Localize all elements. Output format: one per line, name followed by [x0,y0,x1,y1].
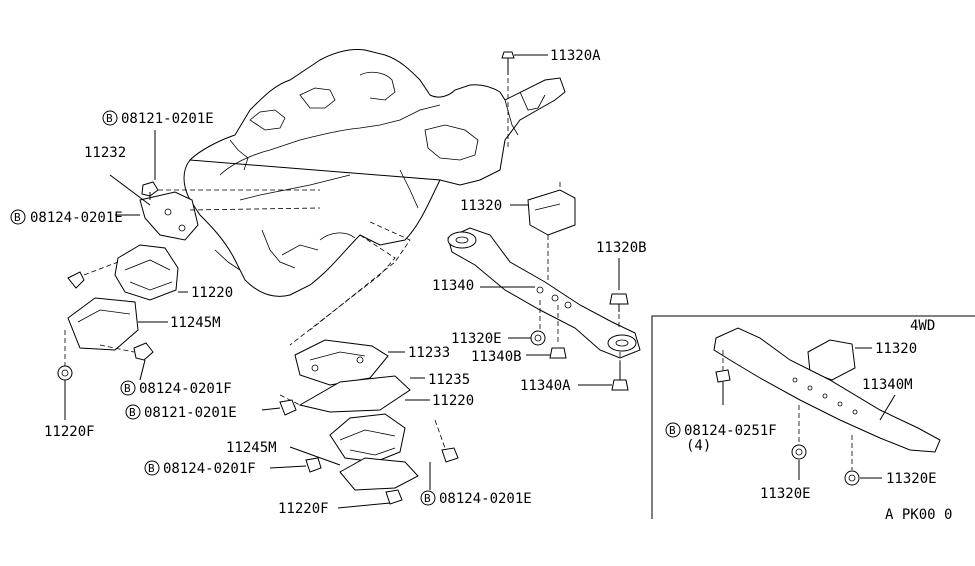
inset-label-08124-0251F: 08124-0251F [684,423,777,439]
label-11220F-left: 11220F [44,424,95,440]
mount-bracket-11245M-mid [289,446,419,491]
bolt-marker-icon [125,404,141,420]
inset-label-qty: (4) [686,438,711,454]
crossmember-11340 [447,227,641,359]
label-11232: 11232 [84,145,126,161]
bolt-marker-b: B [124,382,131,395]
bolt-08121-mid [261,399,297,416]
label-11340: 11340 [432,278,474,294]
inset-label-11340M: 11340M [862,377,913,393]
label-08124-0201F-left: 08124-0201F [139,381,232,397]
inset-nut-11320E-a [791,405,807,480]
bolt-marker-icon [120,380,136,396]
label-11320: 11320 [460,198,502,214]
label-11245M-left: 11245M [170,315,221,331]
bracket-11233 [294,339,405,386]
bolt-11320B [609,258,629,330]
insulator-11220-mid [329,399,430,463]
nut-11340B [526,347,567,359]
bolt-08124-0201F-mid [269,457,322,473]
label-11320E: 11320E [451,331,502,347]
bolt-marker-b: B [424,492,431,505]
label-11220F-mid: 11220F [278,501,329,517]
bolt-marker-b: B [129,406,136,419]
inset-crossmember-11340M [713,327,941,453]
label-11220-mid: 11220 [432,393,474,409]
inset-bolt-08124 [715,350,731,405]
nut-11220F-left [57,330,73,420]
label-08121-0201E-top: 08121-0201E [121,111,214,127]
bolt-11340A [578,352,629,391]
inset-nut-11320E-b [844,435,882,486]
guide-lines-middle [279,221,446,449]
label-08124-0201E-mid: 08124-0201E [439,491,532,507]
heat-shield-11235 [298,375,425,413]
nut-11320E [508,330,546,346]
bolt-11320A [501,51,548,150]
inset-label-11320E-b: 11320E [886,471,937,487]
bolt-08124-0201E-mid [429,447,459,490]
label-11320A: 11320A [550,48,601,64]
bolt-marker-b: B [669,424,676,437]
label-11340B: 11340B [471,349,522,365]
bolt-marker-icon [420,490,436,506]
mount-bracket-11245M-left [67,297,168,361]
label-08124-0201F-mid: 08124-0201F [163,461,256,477]
nut-11220F-mid [337,489,403,509]
inset-title-4wd: 4WD [910,318,935,334]
label-11245M-mid: 11245M [226,440,277,456]
engine-bracket-11232 [109,130,321,241]
label-11340A: 11340A [520,378,571,394]
bolt-marker-b: B [14,211,21,224]
bolt-marker-icon [665,422,681,438]
transmission-mount-11320 [510,182,576,236]
bolt-marker-b: B [106,112,113,125]
inset-label-11320E-a: 11320E [760,486,811,502]
bolt-marker-b: B [148,462,155,475]
label-11233: 11233 [408,345,450,361]
inset-4wd-frame [651,315,975,519]
inset-label-11320: 11320 [875,341,917,357]
label-11235: 11235 [428,372,470,388]
label-11320B: 11320B [596,240,647,256]
bolt-marker-icon [144,460,160,476]
bolt-marker-icon [102,110,118,126]
bolt-marker-icon [10,209,26,225]
diagram-code: A PK00 0 [885,507,952,523]
label-08121-0201E-mid: 08121-0201E [144,405,237,421]
label-11220-left: 11220 [191,285,233,301]
engine-mount-insulator-11220-left [67,244,188,301]
label-08124-0201E-left: 08124-0201E [30,210,123,226]
